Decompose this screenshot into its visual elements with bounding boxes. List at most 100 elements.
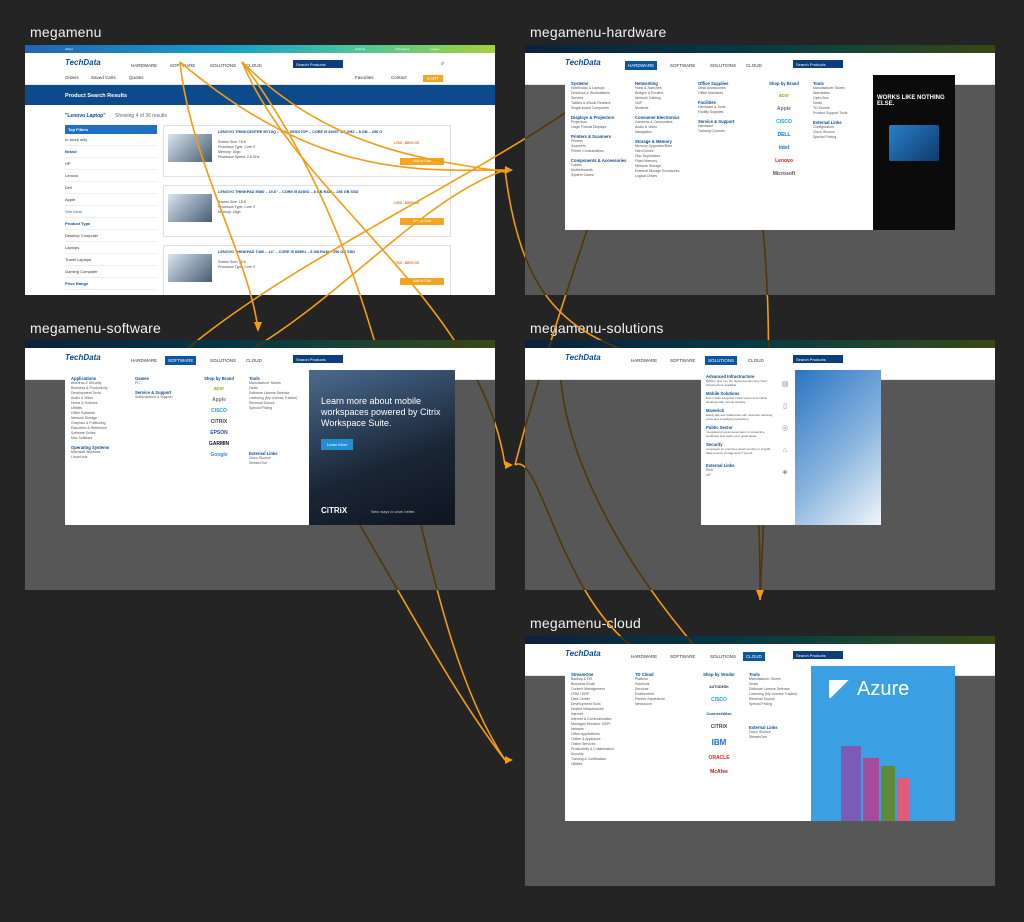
type-option[interactable]: Travel Laptops xyxy=(65,254,157,266)
menu-item[interactable]: Memory Upgrades/Ram xyxy=(635,144,673,148)
category-header[interactable]: Office Supplies xyxy=(698,81,729,86)
nav-cloud[interactable]: CLOUD xyxy=(748,358,764,363)
menu-item[interactable]: Productivity & Collaboration xyxy=(571,747,614,751)
brand-logo-citrix[interactable]: CITRIX xyxy=(210,419,228,425)
contact-link[interactable]: Contact xyxy=(391,75,407,80)
product-name[interactable]: LENOVO THINKPAD E580 – 15.6" – CORE I5 8… xyxy=(218,190,359,194)
vendor-logo-mcafee[interactable]: McAfee xyxy=(710,769,728,775)
menu-item[interactable]: Linux/Unix xyxy=(71,455,88,459)
instock-toggle[interactable]: In stock only xyxy=(65,134,157,146)
menu-item[interactable]: Disc Duplicators xyxy=(635,154,661,158)
brand-logo-cisco[interactable]: CISCO xyxy=(776,119,792,125)
add-to-cart-button[interactable]: Add to Cart xyxy=(400,158,444,165)
menu-item[interactable]: Backup & DR xyxy=(571,677,593,681)
brand-logo-acer[interactable]: acer xyxy=(778,93,790,99)
nav-software[interactable]: SOFTWARE xyxy=(670,654,696,659)
nav-cloud[interactable]: CLOUD xyxy=(743,652,765,661)
top-filters-header[interactable]: Top Filters xyxy=(65,125,157,134)
menu-item[interactable]: Online Services xyxy=(571,742,596,746)
type-option[interactable]: Desktop Computer xyxy=(65,230,157,242)
brand-logo-epson[interactable]: EPSON xyxy=(210,430,228,436)
brand-logo-microsoft[interactable]: Microsoft xyxy=(772,171,796,177)
search-products-button[interactable]: Search Products xyxy=(793,60,843,68)
add-to-cart-button[interactable]: Add to Cart xyxy=(400,218,444,225)
vendor-logo-cisco[interactable]: CISCO xyxy=(711,697,727,703)
brand-logo-intel[interactable]: intel xyxy=(778,145,790,151)
menu-item[interactable]: Managed Services: MSPl xyxy=(571,722,611,726)
menu-item[interactable]: Network Storage xyxy=(635,164,662,168)
see-more-link[interactable]: See More xyxy=(65,206,157,218)
learn-more-button[interactable]: Learn More xyxy=(321,439,354,450)
menu-item[interactable]: ct7 xyxy=(706,473,711,477)
type-option[interactable]: Laptops xyxy=(65,242,157,254)
menu-item[interactable]: Software License Selector xyxy=(749,687,790,691)
brand-option[interactable]: HP xyxy=(65,158,157,170)
menu-item[interactable]: Business & Productivity xyxy=(71,386,108,390)
menu-item[interactable]: Development Tools xyxy=(71,391,101,395)
menu-item[interactable]: Internet xyxy=(571,712,583,716)
category-header[interactable]: Storage & Memory xyxy=(635,139,672,144)
solution-title[interactable]: Public Sector xyxy=(706,425,733,430)
brand-logo-google[interactable]: Google xyxy=(210,452,228,458)
menu-item[interactable]: Hard Drives xyxy=(635,149,654,153)
brand-logo-garmin[interactable]: GARMIN xyxy=(208,441,230,447)
vendor-logo-connectwise[interactable]: ConnectWise xyxy=(706,711,732,716)
menu-item[interactable]: Development Tools xyxy=(571,702,601,706)
category-header[interactable]: Facilities xyxy=(698,100,716,105)
menu-item[interactable]: Graphics & Publishing xyxy=(71,421,106,425)
nav-hardware[interactable]: HARDWARE xyxy=(631,358,658,363)
menu-item[interactable]: PC xyxy=(135,381,140,385)
solution-title[interactable]: Mobile Solutions xyxy=(706,391,740,396)
menu-item[interactable]: Data Center xyxy=(571,697,590,701)
brand-logo-dell[interactable]: DELL xyxy=(777,132,791,138)
menu-item[interactable]: Internet & Communication xyxy=(571,717,612,721)
vendor-logo-ibm[interactable]: IBM xyxy=(711,738,727,747)
menu-item[interactable]: Open Box xyxy=(813,96,829,100)
category-header[interactable]: Consumer Electronics xyxy=(635,115,680,120)
brand-logo-acer[interactable]: acer xyxy=(213,386,225,392)
menu-item[interactable]: Office Applications xyxy=(571,732,600,736)
brand-filter-header[interactable]: Brand xyxy=(65,146,157,158)
menu-item[interactable]: StreamOne xyxy=(749,735,767,739)
solution-title[interactable]: Advanced Infrastructure xyxy=(706,374,755,379)
brand-logo-cisco[interactable]: CISCO xyxy=(211,408,227,414)
brand-logo-lenovo[interactable]: Lenovo xyxy=(775,158,793,164)
menu-item[interactable]: Office Machines xyxy=(698,91,724,95)
nav-hardware[interactable]: HARDWARE xyxy=(131,358,158,363)
menu-item[interactable]: Mac Software xyxy=(71,436,93,440)
menu-item[interactable]: Training & Certification xyxy=(571,757,607,761)
nav-hardware[interactable]: HARDWARE xyxy=(631,654,658,659)
azure-promo[interactable]: Azure xyxy=(811,666,955,821)
nav-cloud[interactable]: CLOUD xyxy=(746,63,762,68)
menu-item[interactable]: CRM / ERP xyxy=(571,692,590,696)
menu-item[interactable]: Security xyxy=(571,752,584,756)
menu-item[interactable]: Facility Supplies xyxy=(698,110,724,114)
menu-item[interactable]: Bridges & Routers xyxy=(635,91,664,95)
nav-hardware[interactable]: HARDWARE xyxy=(625,61,658,70)
menu-item[interactable]: Microsoft Windows xyxy=(71,450,101,454)
category-header[interactable]: TD Cloud xyxy=(635,672,654,677)
favorites-link[interactable]: Favorites xyxy=(355,75,374,80)
menu-item[interactable]: Navigation xyxy=(635,130,652,134)
menu-item[interactable]: Education & Reference xyxy=(71,426,107,430)
menu-item[interactable]: Special Pricing xyxy=(749,702,773,706)
saved-carts-link[interactable]: Saved Carts xyxy=(91,75,116,80)
category-header[interactable]: Operating Systems xyxy=(71,445,110,450)
techdata-logo[interactable]: TechData xyxy=(65,58,101,67)
product-name[interactable]: LENOVO THINKCENTRE M715Q – TINY DESKTOP … xyxy=(218,130,383,134)
product-name[interactable]: LENOVO THINKPAD T480 – 14" – CORE I5 835… xyxy=(218,250,355,254)
menu-item[interactable]: Home & Hobbies xyxy=(71,401,98,405)
menu-item[interactable]: Newsroom xyxy=(635,702,652,706)
brand-option[interactable]: Lenovo xyxy=(65,170,157,182)
brand-option[interactable]: Apple xyxy=(65,194,157,206)
menu-item[interactable]: Special Pricing xyxy=(249,406,273,410)
menu-item[interactable]: Network Cabling xyxy=(635,96,661,100)
search-products-button[interactable]: Search Products xyxy=(793,355,843,363)
nav-software[interactable]: SOFTWARE xyxy=(670,358,696,363)
menu-item[interactable]: System Cases xyxy=(571,173,594,177)
menu-item[interactable]: Business Email xyxy=(571,682,595,686)
menu-item[interactable]: Deals xyxy=(749,682,758,686)
nav-software[interactable]: SOFTWARE xyxy=(165,356,197,365)
nav-solutions[interactable]: SOLUTIONS xyxy=(210,358,237,363)
search-products-button[interactable]: Search Products xyxy=(293,60,343,68)
